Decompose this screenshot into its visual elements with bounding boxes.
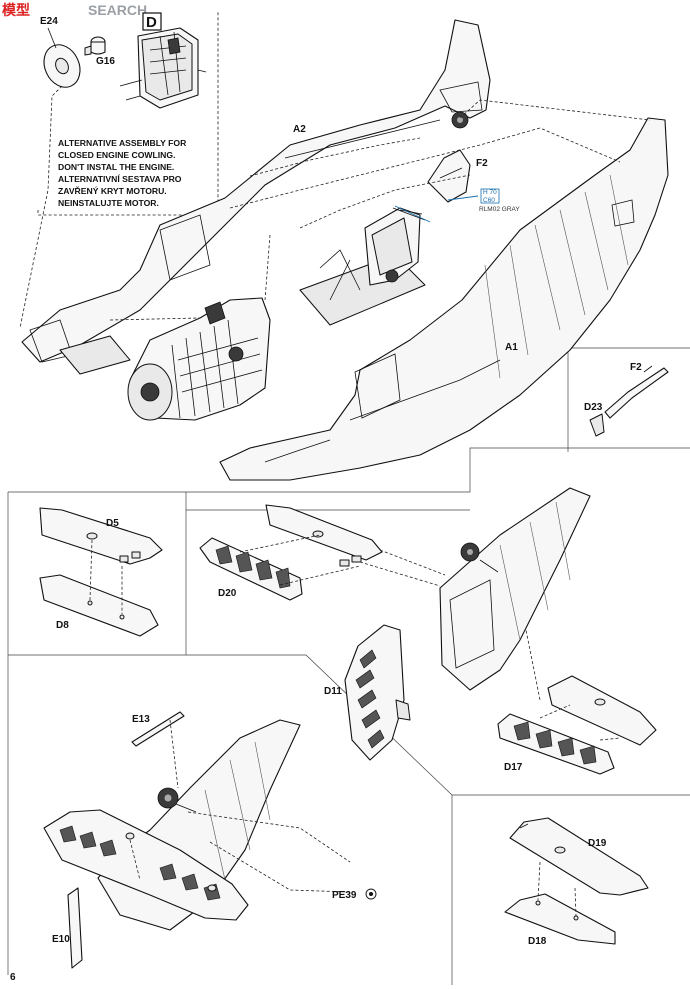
note-cz-line-1: ALTERNATIVNÍ SESTAVA PRO xyxy=(58,174,182,184)
tail-wheel xyxy=(451,111,469,129)
pin-g16 xyxy=(84,36,106,56)
part-label-d8: D8 xyxy=(56,620,69,631)
part-label-a1: A1 xyxy=(505,342,518,353)
watermark-logo-glyphs: 模型 xyxy=(2,2,30,18)
wing-panel-d8 xyxy=(39,539,159,637)
watermark-text: SEARCH xyxy=(88,2,147,18)
step-letter: D xyxy=(146,14,157,31)
tail-assembly-guides xyxy=(129,811,351,893)
part-label-d11: D11 xyxy=(324,686,342,697)
aileron-d11 xyxy=(344,624,411,761)
wing-panel-d5 xyxy=(39,507,163,565)
part-label-e24: E24 xyxy=(40,16,58,27)
horizontal-stabilizer xyxy=(43,809,249,921)
paint-code-2: C60 xyxy=(483,197,495,204)
paint-name: RLM02 GRAY xyxy=(479,206,520,213)
fuselage-half-a1 xyxy=(219,117,669,481)
main-assembly-guides xyxy=(19,85,651,329)
tailwheel-strut-e13 xyxy=(131,711,185,789)
note-en-line-1: ALTERNATIVE ASSEMBLY FOR xyxy=(58,138,187,148)
spinner-washer-e24 xyxy=(43,27,81,88)
detail-f2-d23 xyxy=(589,365,669,437)
flap-d20 xyxy=(199,537,303,601)
note-cz-line-2: ZAVŘENÝ KRYT MOTORU. xyxy=(58,185,167,196)
watermark: 模型 SEARCH xyxy=(2,2,147,18)
note-cz-line-3: NEINSTALUJTE MOTOR. xyxy=(58,198,159,208)
fuselage-wing-root xyxy=(439,487,591,691)
part-label-f2-main: F2 xyxy=(476,158,488,169)
note-en-line-3: DON'T INSTAL THE ENGINE. xyxy=(58,162,174,172)
flap-d17 xyxy=(497,713,615,775)
wing-upper-panel-center xyxy=(265,504,383,567)
part-label-a2: A2 xyxy=(293,124,306,135)
part-label-d5: D5 xyxy=(106,518,119,529)
wing-tip-panel-right xyxy=(539,675,657,746)
note-block: ALTERNATIVE ASSEMBLY FOR CLOSED ENGINE C… xyxy=(58,138,187,208)
photo-etch-pe39 xyxy=(365,888,377,900)
rudder-e10 xyxy=(67,887,83,969)
part-label-pe39: PE39 xyxy=(332,890,357,901)
fuselage-half-a2 xyxy=(21,19,491,363)
page-number: 6 xyxy=(10,972,16,983)
engine-assembly xyxy=(127,297,271,421)
paint-code-1: H 70 xyxy=(483,189,497,196)
engine-block-closed-cowling xyxy=(119,27,207,109)
armor-headrest-f2 xyxy=(427,149,471,203)
part-label-d23: D23 xyxy=(584,402,603,413)
part-label-e13: E13 xyxy=(132,714,150,725)
note-en-line-2: CLOSED ENGINE COWLING. xyxy=(58,150,175,160)
part-label-d18: D18 xyxy=(528,936,547,947)
part-label-d20: D20 xyxy=(218,588,237,599)
part-label-e10: E10 xyxy=(52,934,70,945)
part-label-g16: G16 xyxy=(96,56,115,67)
step-marker: D xyxy=(142,12,162,31)
cockpit-floor xyxy=(59,335,131,375)
part-label-d17: D17 xyxy=(504,762,523,773)
part-label-d19: D19 xyxy=(588,838,607,849)
pilot-seat-assembly xyxy=(299,207,426,326)
part-label-f2-detail: F2 xyxy=(630,362,642,373)
paint-callout: H 70 C60 RLM02 GRAY xyxy=(394,188,520,223)
wing-panel-d19 xyxy=(509,817,649,896)
wing-panel-d18 xyxy=(504,861,616,945)
